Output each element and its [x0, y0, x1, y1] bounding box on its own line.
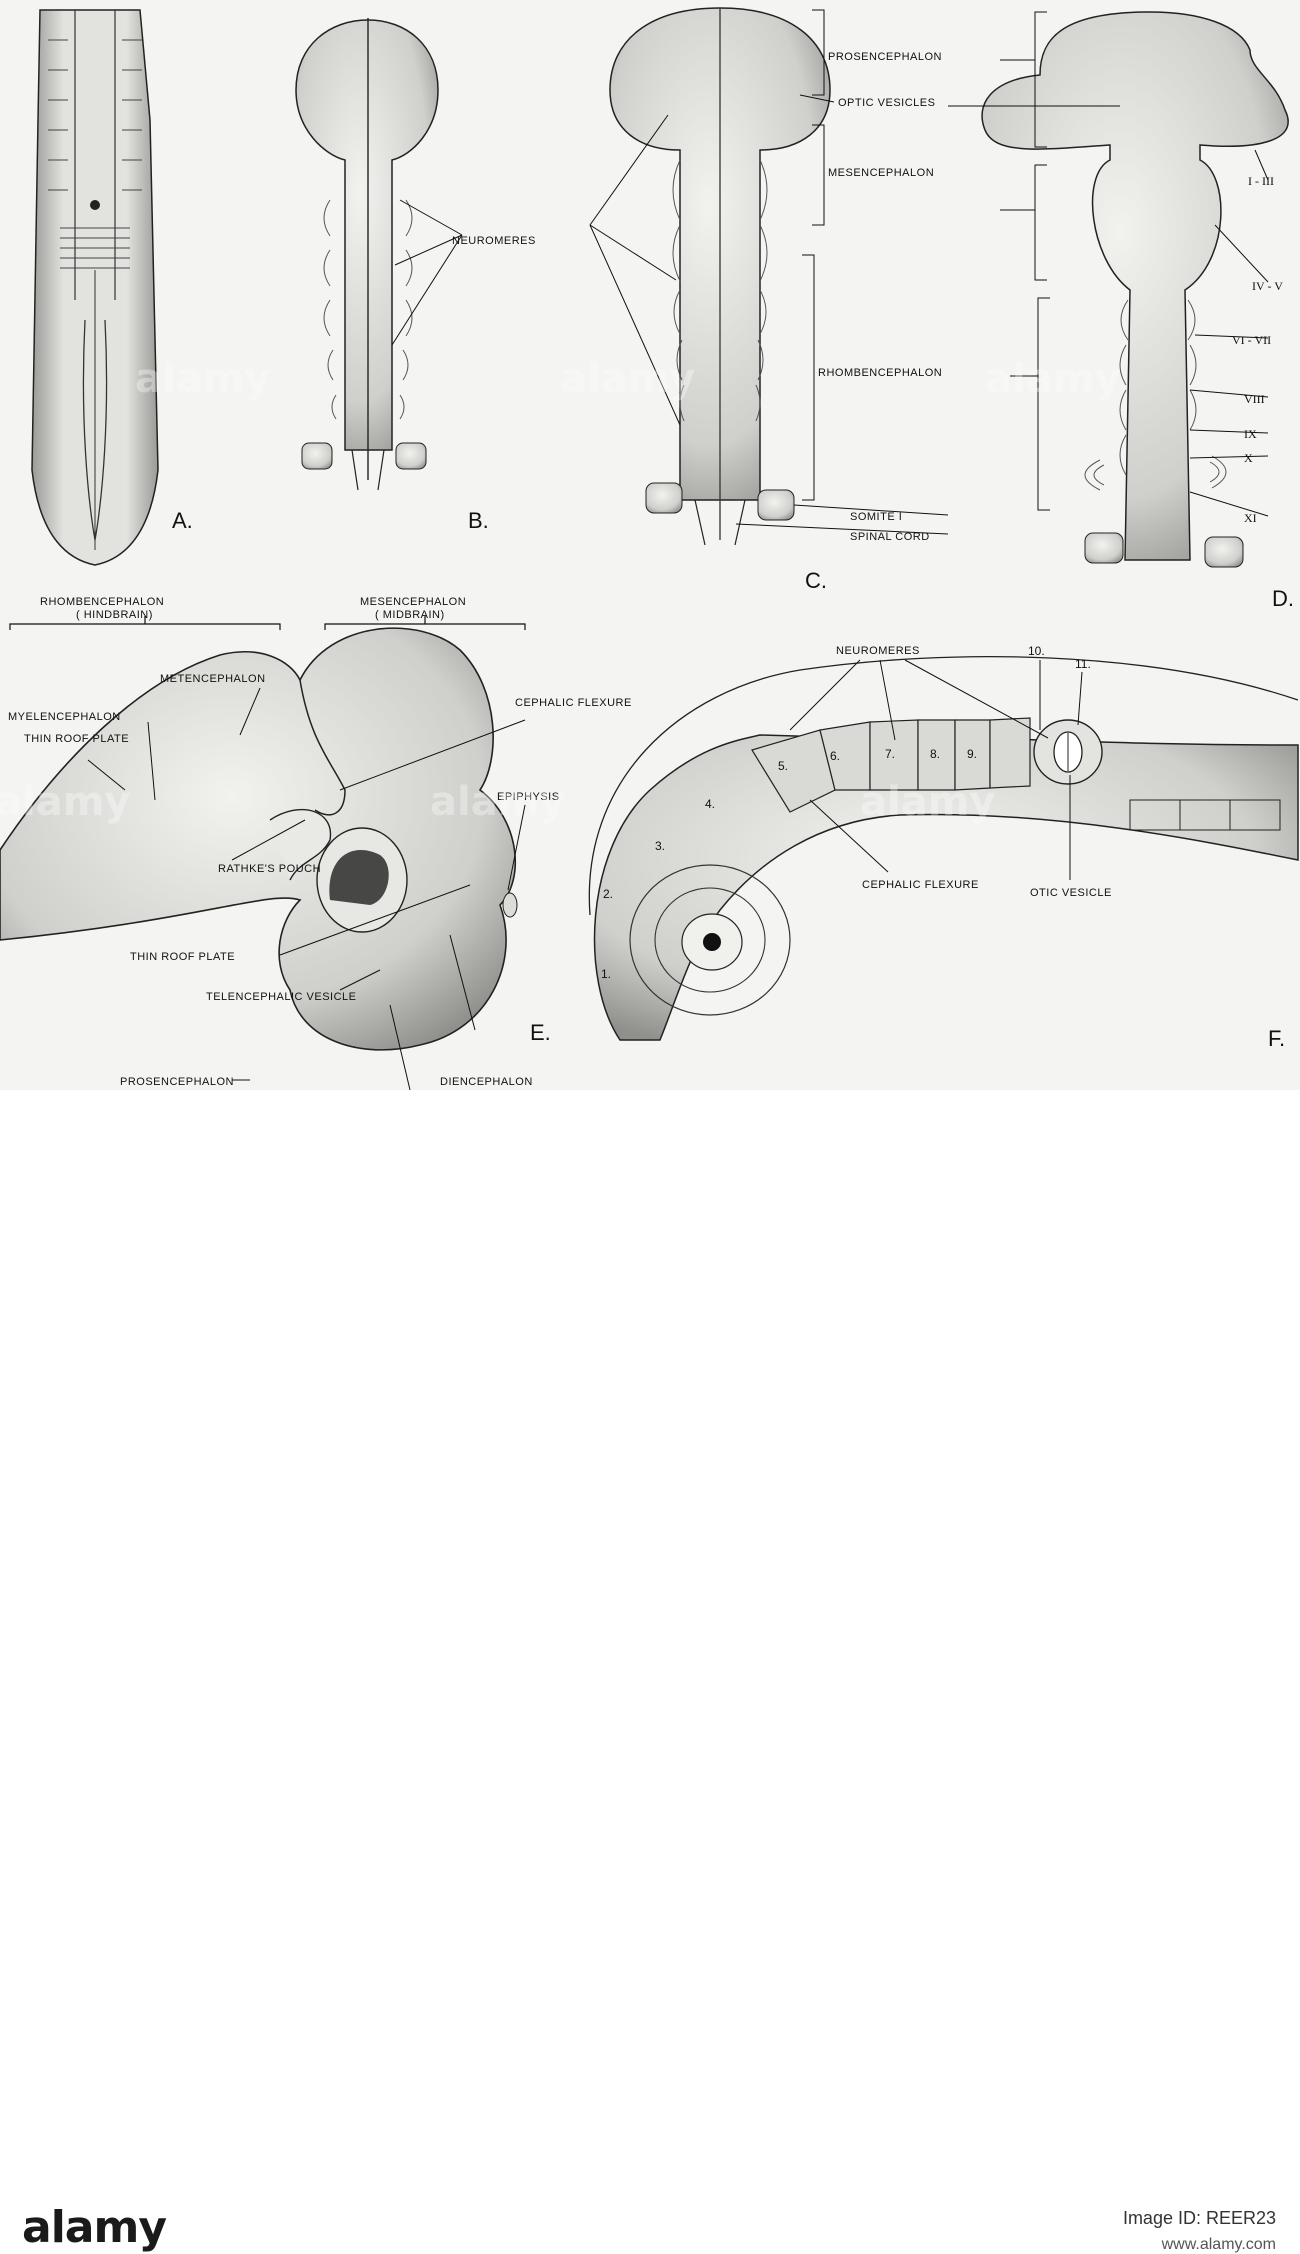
roman-vi-vii: VI - VII — [1232, 333, 1271, 347]
panel-d-connectors — [948, 59, 1269, 517]
figure-svg: A. B. — [0, 7, 1299, 1091]
panel-e-brackets — [9, 616, 526, 630]
image-id: Image ID: REER23 — [1122, 2208, 1276, 2228]
neuromere-7: 7. — [885, 747, 895, 761]
panel-f-embryo-head — [588, 655, 1299, 1041]
epiphysis-label: EPIPHYSIS — [497, 791, 560, 803]
prosencephalon-label-c: PROSENCEPHALON — [828, 51, 942, 63]
embryo-brain-figure: A. B. — [0, 0, 1300, 1091]
roman-x: X — [1244, 451, 1253, 465]
alamy-logo[interactable]: alamy — [22, 2202, 167, 2253]
panel-c-neural-tube — [609, 7, 831, 546]
watermark-group: alamy alamy alamy alamy alamy alamy — [0, 356, 1120, 825]
neuromeres-label-f: NEUROMERES — [836, 645, 920, 657]
panel-c-leaders — [589, 94, 949, 535]
diencephalon-label: DIENCEPHALON — [440, 1076, 533, 1088]
panel-d-label: D. — [1272, 586, 1294, 611]
roman-viii: VIII — [1244, 392, 1265, 406]
footer-bar: alamy Image ID: REER23 www.alamy.com — [0, 1090, 1300, 2253]
neuromere-3: 3. — [655, 839, 665, 853]
panel-b-neuromere-leaders — [391, 199, 463, 346]
spinal-cord-label: SPINAL CORD — [850, 531, 930, 543]
somite-label: SOMITE I — [850, 511, 902, 523]
telencephalic-vesicle-label: TELENCEPHALIC VESICLE — [206, 991, 357, 1003]
neuromeres-label-c: NEUROMERES — [452, 235, 536, 247]
panel-a-label: A. — [172, 508, 193, 533]
site-url[interactable]: www.alamy.com — [1161, 2236, 1276, 2253]
neuromere-2: 2. — [603, 887, 613, 901]
neuromere-1: 1. — [601, 967, 611, 981]
panel-f-leaders — [789, 659, 1083, 880]
myelencephalon-label: MYELENCEPHALON — [8, 711, 121, 723]
watermark: alamy — [0, 779, 130, 825]
panel-e-leaders — [87, 687, 526, 1091]
neuromere-10: 10. — [1028, 644, 1045, 658]
neuromere-6: 6. — [830, 749, 840, 763]
roman-iv-v: IV - V — [1252, 279, 1283, 293]
panel-d-brackets — [1034, 11, 1050, 511]
thin-roof-plate-top-label: THIN ROOF PLATE — [24, 733, 129, 745]
neuromere-8: 8. — [930, 747, 940, 761]
watermark: alamy — [560, 356, 695, 402]
panel-c-brackets — [802, 9, 825, 501]
watermark: alamy — [430, 779, 565, 825]
rathkes-pouch-label: RATHKE'S POUCH — [218, 863, 321, 875]
metencephalon-label: METENCEPHALON — [160, 673, 266, 685]
roman-xi: XI — [1244, 511, 1257, 525]
panel-d-neural-tube — [981, 11, 1289, 568]
neuromere-5: 5. — [778, 759, 788, 773]
neuromere-9: 9. — [967, 747, 977, 761]
panel-a-embryo — [31, 9, 159, 566]
watermark: alamy — [985, 356, 1120, 402]
panel-c-label: C. — [805, 568, 827, 593]
mesencephalon-label-c: MESENCEPHALON — [828, 167, 934, 179]
neuromere-4: 4. — [705, 797, 715, 811]
otic-vesicle-label: OTIC VESICLE — [1030, 887, 1112, 899]
cephalic-flexure-label-e: CEPHALIC FLEXURE — [515, 697, 632, 709]
prosencephalon-label-e: PROSENCEPHALON — [120, 1076, 234, 1088]
panel-e-label: E. — [530, 1020, 551, 1045]
panel-b-neural-tube — [295, 18, 439, 491]
midbrain-label: ( MIDBRAIN) — [375, 609, 445, 621]
watermark: alamy — [135, 356, 270, 402]
panel-e-brain-lateral — [0, 627, 518, 1051]
roman-ix: IX — [1244, 427, 1257, 441]
panel-f-label: F. — [1268, 1026, 1285, 1051]
cephalic-flexure-label-f: CEPHALIC FLEXURE — [862, 879, 979, 891]
roman-i-iii: I - III — [1248, 174, 1274, 188]
thin-roof-plate-label: THIN ROOF PLATE — [130, 951, 235, 963]
hindbrain-label: ( HINDBRAIN) — [76, 609, 153, 621]
panel-b-label: B. — [468, 508, 489, 533]
optic-vesicles-label: OPTIC VESICLES — [838, 97, 935, 109]
mesencephalon-label-e: MESENCEPHALON — [360, 596, 466, 608]
rhombencephalon-label-e: RHOMBENCEPHALON — [40, 596, 164, 608]
neuromere-11: 11. — [1075, 657, 1091, 671]
rhombencephalon-label-c: RHOMBENCEPHALON — [818, 367, 942, 379]
watermark: alamy — [860, 779, 995, 825]
